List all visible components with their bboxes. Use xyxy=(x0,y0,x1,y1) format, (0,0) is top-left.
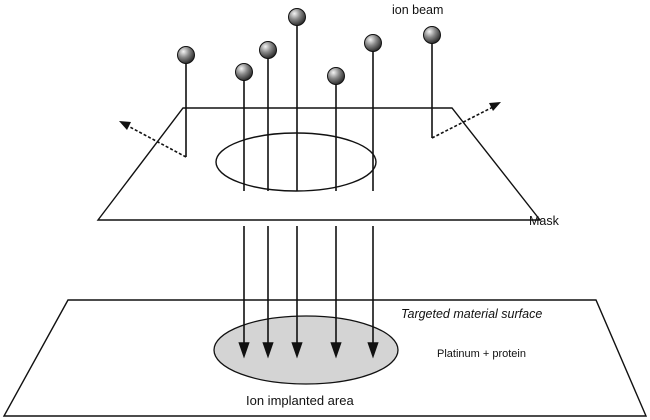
deflected-ion-right xyxy=(431,35,501,139)
ion-spheres xyxy=(177,8,441,85)
ion-sphere xyxy=(235,63,253,81)
ion-beam-lines xyxy=(243,17,374,191)
deflected-ion-left xyxy=(119,55,187,158)
ion-beam-label: ion beam xyxy=(392,3,443,17)
ion-sphere xyxy=(259,41,277,59)
ion-sphere xyxy=(364,34,382,52)
ion-sphere xyxy=(177,46,195,64)
ion-sphere xyxy=(288,8,306,26)
implanted-area-ellipse xyxy=(213,315,399,385)
target-surface-label: Targeted material surface xyxy=(401,307,542,321)
mask-aperture xyxy=(215,132,377,192)
coating-label: Platinum + protein xyxy=(437,348,526,360)
mask-label: Mask xyxy=(529,214,560,228)
transmitted-beams xyxy=(238,226,379,359)
ion-sphere xyxy=(327,67,345,85)
ion-sphere xyxy=(423,26,441,44)
implanted-area-label: Ion implanted area xyxy=(246,393,354,408)
